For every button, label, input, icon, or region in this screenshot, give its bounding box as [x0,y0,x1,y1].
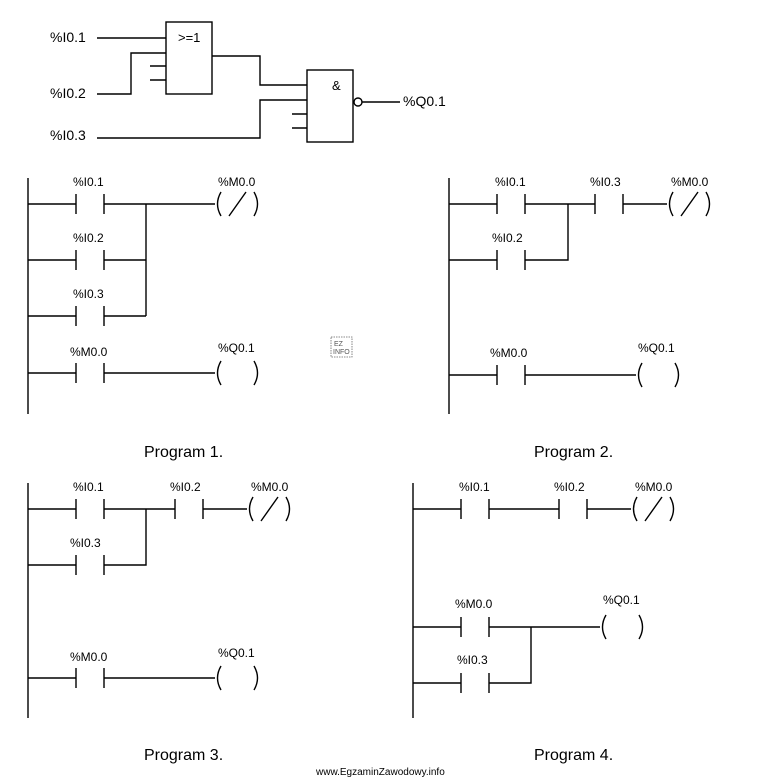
p2-branch-i02-wires [449,204,569,261]
gate-diagram: %I0.1 %I0.2 %I0.3 >=1 & %Q0.1 [50,21,446,143]
p1-coil-label-q01: %Q0.1 [218,341,255,355]
p4-contact-m00 [460,617,490,637]
gate-input-label-i03: %I0.3 [50,127,86,143]
p4-coil-label-q01: %Q0.1 [603,593,640,607]
p2-contact-i01 [496,194,526,214]
p2-contact-label-i02: %I0.2 [492,231,523,245]
p2-contact-m00 [496,365,526,385]
p3-contact-i02 [174,499,204,519]
p2-coil-label-m00: %M0.0 [671,175,709,189]
p4-contact-label-i01: %I0.1 [459,480,490,494]
wire-i03-to-and [97,99,307,139]
p3-contact-label-m00: %M0.0 [70,650,108,664]
p4-coil-q01 [601,614,644,640]
p1-contact-label-m00: %M0.0 [70,345,108,359]
p1-negated-coil-m00 [216,191,259,217]
p1-contact-i03 [75,306,105,326]
program-2: %I0.1 %I0.3 %I0.2 %M0.0 %M0.0 %Q0.1 Prog… [448,175,711,461]
wire-i02-to-or [97,52,166,95]
program-1: %I0.1 %I0.2 %I0.3 %M0.0 %M0.0 %Q0.1 Prog… [27,175,259,461]
p1-coil-q01 [216,360,259,386]
p2-contact-i02 [496,250,526,270]
p2-contact-i03 [594,194,624,214]
p3-coil-label-m00: %M0.0 [251,480,289,494]
p3-caption: Program 3. [144,747,223,764]
and-gate [306,69,354,143]
gate-input-label-i01: %I0.1 [50,29,86,45]
p3-contact-label-i01: %I0.1 [73,480,104,494]
svg-text:INFO: INFO [333,349,350,356]
p2-contact-label-m00: %M0.0 [490,346,528,360]
p4-branch-i03-wires [413,627,532,684]
p4-negated-coil-m00 [632,496,675,522]
or-gate [165,21,213,95]
and-gate-unused-inputs [292,113,307,129]
p4-contact-i03 [460,673,490,693]
wire-or-to-and [212,55,307,86]
p4-coil-label-m00: %M0.0 [635,480,673,494]
or-gate-unused-inputs [150,65,166,81]
p1-contact-m00 [75,363,105,383]
p2-negated-coil-m00 [668,191,711,217]
p4-contact-label-m00: %M0.0 [455,597,493,611]
p3-contact-i01 [75,499,105,519]
svg-text:EZ: EZ [334,341,344,348]
gate-input-label-i02: %I0.2 [50,85,86,101]
p3-contact-i03 [75,555,105,575]
p2-contact-label-i01: %I0.1 [495,175,526,189]
p3-negated-coil-m00 [248,496,291,522]
p1-contact-i02 [75,250,105,270]
p1-contact-label-i03: %I0.3 [73,287,104,301]
p3-contact-label-i03: %I0.3 [70,536,101,550]
program-4: %I0.1 %I0.2 %M0.0 %M0.0 %I0.3 %Q0.1 Prog… [412,480,675,764]
p1-contact-label-i01: %I0.1 [73,175,104,189]
p2-coil-q01 [637,362,680,388]
negation-bubble [353,97,363,107]
p4-contact-i01 [460,499,490,519]
p4-caption: Program 4. [534,747,613,764]
p1-caption: Program 1. [144,444,223,461]
p2-caption: Program 2. [534,444,613,461]
p2-coil-label-q01: %Q0.1 [638,341,675,355]
p3-coil-q01 [216,665,259,691]
footer-watermark-text: www.EgzaminZawodowy.info [315,767,445,778]
and-gate-label: & [332,78,341,93]
watermark-logo: EZ INFO [330,336,353,358]
p4-contact-label-i03: %I0.3 [457,653,488,667]
gate-output-label: %Q0.1 [403,93,446,109]
p1-coil-label-m00: %M0.0 [218,175,256,189]
p4-contact-label-i02: %I0.2 [554,480,585,494]
p3-contact-m00 [75,668,105,688]
p4-contact-i02 [558,499,588,519]
p1-contact-i01 [75,194,105,214]
p2-contact-label-i03: %I0.3 [590,175,621,189]
p1-contact-label-i02: %I0.2 [73,231,104,245]
program-3: %I0.1 %I0.2 %I0.3 %M0.0 %M0.0 %Q0.1 Prog… [27,480,291,764]
p3-contact-label-i02: %I0.2 [170,480,201,494]
p3-coil-label-q01: %Q0.1 [218,646,255,660]
p3-branch-i03-wires [28,509,147,566]
or-gate-label: >=1 [178,30,200,45]
